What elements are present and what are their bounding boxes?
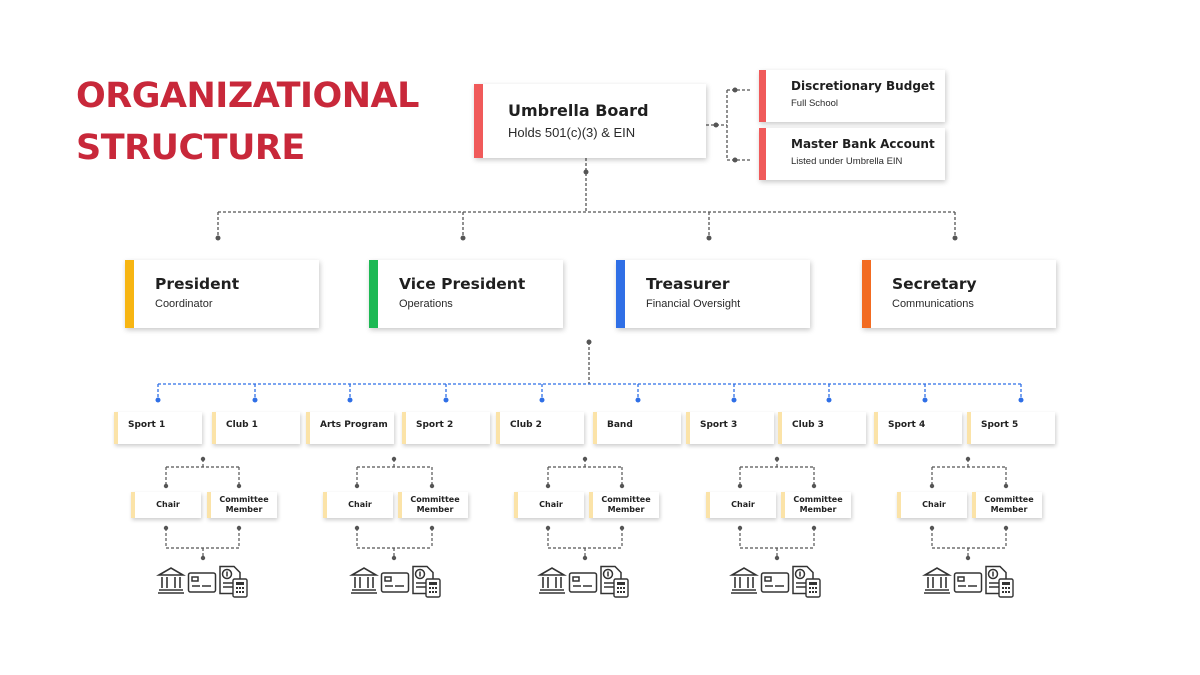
bank-icon	[729, 567, 759, 594]
finance-icons-group	[537, 565, 629, 599]
role-label: Committee Member	[601, 495, 651, 514]
committee-member-node: Committee Member	[398, 492, 468, 518]
officer-subtitle: Coordinator	[155, 298, 213, 310]
role-label: Committee Member	[984, 495, 1034, 514]
officer-secretary: Secretary Communications	[862, 260, 1056, 328]
finance-icons-group	[729, 565, 821, 599]
unit-label: Sport 3	[700, 420, 738, 430]
unit-label: Sport 2	[416, 420, 454, 430]
committee-member-node: Committee Member	[207, 492, 277, 518]
bank-icon	[537, 567, 567, 594]
bank-icon	[922, 567, 952, 594]
unit-sport-1: Sport 1	[114, 412, 202, 444]
unit-sport-4: Sport 4	[874, 412, 962, 444]
role-label: Chair	[539, 500, 563, 509]
role-label: Committee Member	[410, 495, 460, 514]
role-label: Committee Member	[219, 495, 269, 514]
officer-subtitle: Communications	[892, 298, 974, 310]
finance-icons-group	[349, 565, 441, 599]
umbrella-board-node: Umbrella Board Holds 501(c)(3) & EIN	[474, 84, 706, 158]
unit-label: Arts Program	[320, 420, 388, 430]
credit-card-icon	[187, 572, 217, 593]
unit-label: Sport 5	[981, 420, 1019, 430]
unit-sport-2: Sport 2	[402, 412, 490, 444]
committee-member-node: Committee Member	[589, 492, 659, 518]
node-accent-bar	[862, 260, 871, 328]
unit-arts-program: Arts Program	[306, 412, 394, 444]
role-label: Chair	[922, 500, 946, 509]
unit-label: Sport 1	[128, 420, 166, 430]
umbrella-subtitle: Holds 501(c)(3) & EIN	[508, 125, 636, 140]
master-bank-account-node: Master Bank Account Listed under Umbrell…	[759, 128, 945, 180]
credit-card-icon	[380, 572, 410, 593]
unit-band: Band	[593, 412, 681, 444]
side-node-title: Master Bank Account	[791, 137, 935, 151]
officer-treasurer: Treasurer Financial Oversight	[616, 260, 810, 328]
umbrella-title: Umbrella Board	[508, 101, 649, 120]
discretionary-budget-node: Discretionary Budget Full School	[759, 70, 945, 122]
unit-label: Club 1	[226, 420, 258, 430]
officer-subtitle: Financial Oversight	[646, 298, 741, 310]
side-node-subtitle: Listed under Umbrella EIN	[791, 156, 903, 167]
chair-node: Chair	[897, 492, 967, 518]
page-title-line2: STRUCTURE	[76, 128, 305, 168]
page-title-line1: ORGANIZATIONAL	[76, 76, 419, 116]
chair-node: Chair	[323, 492, 393, 518]
role-label: Chair	[731, 500, 755, 509]
calculator-icon	[998, 578, 1014, 598]
officer-vice-president: Vice President Operations	[369, 260, 563, 328]
page-title: ORGANIZATIONAL STRUCTURE	[76, 70, 419, 174]
officer-president: President Coordinator	[125, 260, 319, 328]
calculator-icon	[232, 578, 248, 598]
committee-member-node: Committee Member	[972, 492, 1042, 518]
unit-label: Club 3	[792, 420, 824, 430]
calculator-icon	[805, 578, 821, 598]
officer-title: Secretary	[892, 275, 977, 293]
unit-label: Sport 4	[888, 420, 926, 430]
node-accent-bar	[125, 260, 134, 328]
node-accent-bar	[616, 260, 625, 328]
credit-card-icon	[568, 572, 598, 593]
side-node-title: Discretionary Budget	[791, 79, 935, 93]
node-accent-bar	[759, 128, 766, 180]
node-accent-bar	[369, 260, 378, 328]
unit-club-1: Club 1	[212, 412, 300, 444]
bank-icon	[156, 567, 186, 594]
credit-card-icon	[953, 572, 983, 593]
side-node-subtitle: Full School	[791, 98, 838, 109]
credit-card-icon	[760, 572, 790, 593]
role-label: Chair	[348, 500, 372, 509]
unit-club-2: Club 2	[496, 412, 584, 444]
chair-node: Chair	[514, 492, 584, 518]
finance-icons-group	[156, 565, 248, 599]
role-label: Committee Member	[793, 495, 843, 514]
unit-club-3: Club 3	[778, 412, 866, 444]
unit-sport-3: Sport 3	[686, 412, 774, 444]
calculator-icon	[613, 578, 629, 598]
committee-member-node: Committee Member	[781, 492, 851, 518]
node-accent-bar	[759, 70, 766, 122]
officer-title: Treasurer	[646, 275, 730, 293]
bank-icon	[349, 567, 379, 594]
finance-icons-group	[922, 565, 1014, 599]
calculator-icon	[425, 578, 441, 598]
unit-label: Club 2	[510, 420, 542, 430]
unit-label: Band	[607, 420, 633, 430]
role-label: Chair	[156, 500, 180, 509]
unit-sport-5: Sport 5	[967, 412, 1055, 444]
officer-title: Vice President	[399, 275, 526, 293]
node-accent-bar	[474, 84, 483, 158]
chair-node: Chair	[131, 492, 201, 518]
officer-title: President	[155, 275, 240, 293]
officer-subtitle: Operations	[399, 298, 453, 310]
chair-node: Chair	[706, 492, 776, 518]
